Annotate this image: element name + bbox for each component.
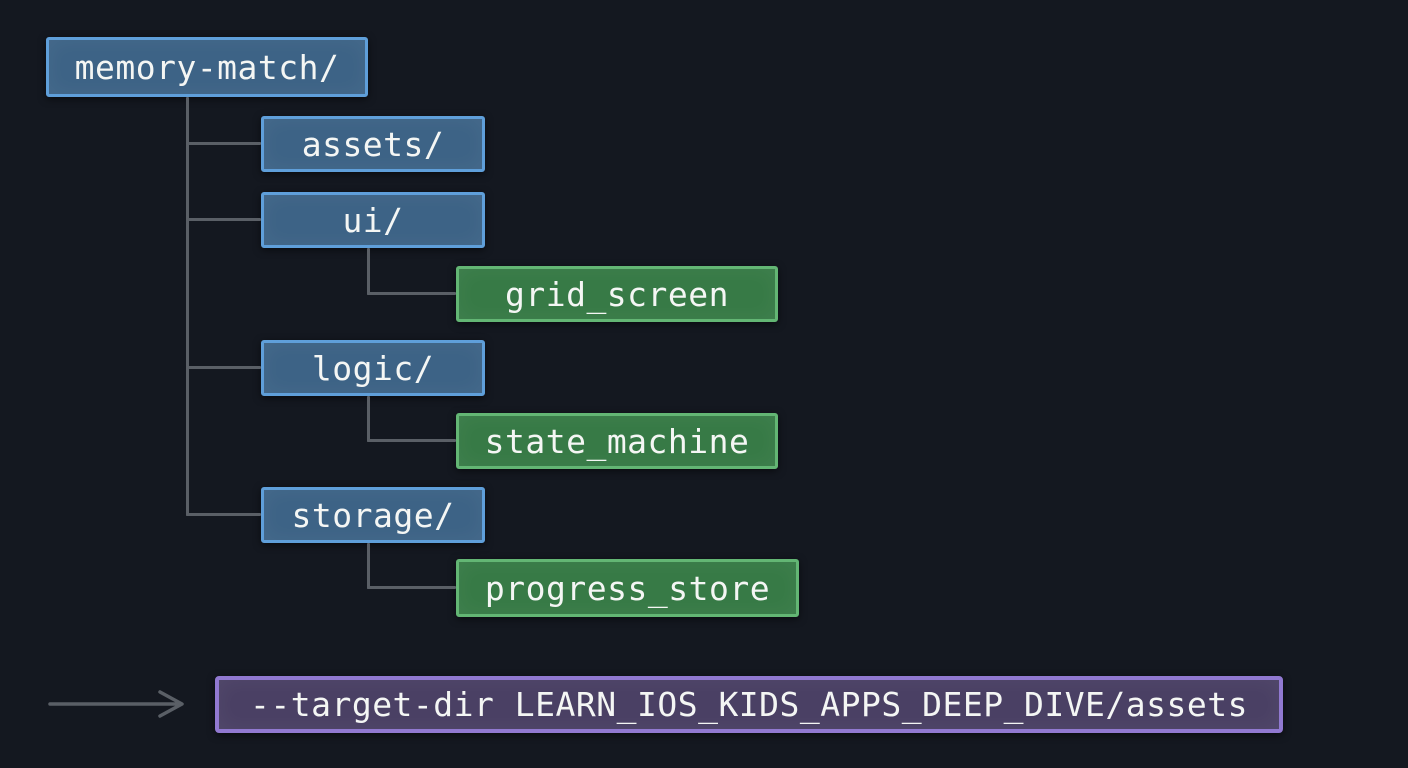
tree-connector-storage-child-v bbox=[367, 543, 370, 589]
arrow-right-icon bbox=[48, 690, 184, 718]
tree-connector-trunk bbox=[186, 97, 189, 516]
tree-connector-logic-child-h bbox=[367, 439, 456, 442]
tree-connector-logic-child-v bbox=[367, 396, 370, 442]
target-dir-command-box: --target-dir LEARN_IOS_KIDS_APPS_DEEP_DI… bbox=[215, 676, 1283, 733]
tree-node-storage: storage/ bbox=[261, 487, 485, 543]
tree-connector-ui-child-h bbox=[367, 292, 456, 295]
tree-node-state-machine: state_machine bbox=[456, 413, 778, 469]
tree-connector-branch-logic bbox=[186, 366, 261, 369]
tree-connector-branch-ui bbox=[186, 218, 261, 221]
tree-node-memory-match: memory-match/ bbox=[46, 37, 368, 97]
tree-connector-branch-storage bbox=[186, 513, 261, 516]
tree-node-ui: ui/ bbox=[261, 192, 485, 248]
tree-connector-branch-assets bbox=[186, 142, 261, 145]
tree-node-logic: logic/ bbox=[261, 340, 485, 396]
tree-node-grid-screen: grid_screen bbox=[456, 266, 778, 322]
tree-connector-storage-child-h bbox=[367, 586, 456, 589]
tree-node-progress-store: progress_store bbox=[456, 559, 799, 617]
tree-node-assets: assets/ bbox=[261, 116, 485, 172]
tree-connector-ui-child-v bbox=[367, 248, 370, 295]
